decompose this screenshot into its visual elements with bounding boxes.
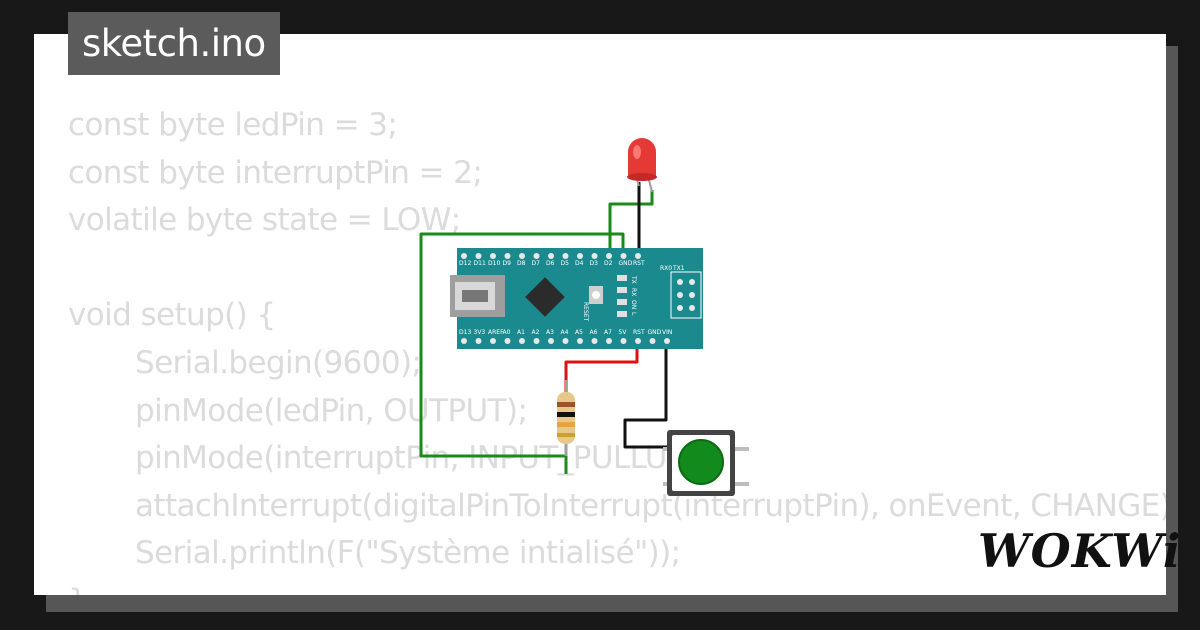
pin-rst[interactable]: [635, 253, 641, 259]
board-label-reset: RESET: [582, 302, 589, 322]
pin-label: D13: [459, 329, 471, 336]
pin-label: A6: [590, 329, 598, 336]
board-label-rx0: RX0: [660, 265, 672, 272]
pushbutton-component[interactable]: [663, 430, 749, 496]
pin-rst[interactable]: [635, 338, 641, 344]
pin-label: A7: [604, 329, 612, 336]
pin-d2[interactable]: [606, 253, 612, 259]
code-line: pinMode(ledPin, OUTPUT);: [135, 392, 528, 429]
pin-a2[interactable]: [533, 338, 540, 344]
pin-d3[interactable]: [591, 253, 598, 259]
pin-d10[interactable]: [490, 253, 496, 259]
pin-label: D3: [590, 260, 599, 267]
code-line: void setup() {: [68, 297, 276, 334]
pin-d9[interactable]: [504, 253, 511, 259]
pin-a6[interactable]: [591, 338, 598, 344]
pin-label: RST: [633, 329, 645, 336]
code-line: Serial.begin(9600);: [135, 344, 422, 381]
pin-label: A2: [532, 329, 540, 336]
pin-d13[interactable]: [461, 338, 467, 344]
pin-label: 3V3: [474, 329, 486, 336]
resistor-component: [557, 380, 575, 456]
pin-label: D6: [546, 260, 555, 267]
wire-green-d2-button: [419, 232, 625, 474]
wokwi-logo: WOKWi: [978, 524, 1182, 578]
board-label-on: ON: [630, 300, 637, 309]
pin-gnd[interactable]: [620, 253, 627, 259]
pin-label: A3: [546, 329, 554, 336]
pin-label: A4: [561, 329, 569, 336]
pin-label: D7: [532, 260, 541, 267]
pin-a0[interactable]: [504, 338, 511, 344]
pin-label: D11: [474, 260, 486, 267]
code-line: attachInterrupt(digitalPinToInterrupt(in…: [135, 487, 1166, 524]
pin-label: VIN: [662, 329, 672, 336]
pin-d5[interactable]: [562, 253, 569, 259]
pin-label: GND: [648, 329, 662, 336]
pin-d4[interactable]: [577, 253, 583, 259]
pin-label: D5: [561, 260, 570, 267]
pin-vin[interactable]: [664, 338, 670, 344]
pin-label: GND: [619, 260, 633, 267]
code-line: volatile byte state = LOW;: [68, 202, 461, 239]
code-line: const byte ledPin = 3;: [68, 107, 398, 143]
code-line: const byte interruptPin = 2;: [68, 154, 483, 191]
sketch-title: sketch.ino: [68, 12, 280, 75]
pin-label: RST: [633, 260, 645, 267]
pin-d7[interactable]: [533, 253, 540, 259]
pin-label: A5: [575, 329, 583, 336]
pin-a7[interactable]: [606, 338, 612, 344]
pin-label: 5V: [619, 329, 628, 336]
board-label-l: L: [630, 312, 637, 316]
pin-a3[interactable]: [548, 338, 554, 344]
pin-label: D8: [517, 260, 526, 267]
pin-3v3[interactable]: [475, 338, 482, 344]
pin-5v[interactable]: [620, 338, 627, 344]
pin-label: D2: [604, 260, 613, 267]
pin-label: A1: [517, 329, 525, 336]
pin-gnd[interactable]: [649, 338, 656, 344]
code-listing: const byte ledPin = 3; const byte interru…: [68, 102, 1166, 595]
pin-a5[interactable]: [577, 338, 583, 344]
led-component: [627, 138, 657, 193]
board-label-tx1: TX1: [672, 265, 685, 272]
pin-label: D9: [503, 260, 512, 267]
pin-d6[interactable]: [548, 253, 554, 259]
pin-label: AREF: [488, 329, 504, 336]
pin-a1[interactable]: [519, 338, 525, 344]
pin-d8[interactable]: [519, 253, 525, 259]
board-label-rx: RX: [630, 288, 637, 296]
pin-d12[interactable]: [461, 253, 467, 259]
board-label-tx: TX: [630, 275, 637, 284]
pin-label: A0: [503, 329, 511, 336]
pin-label: D4: [575, 260, 584, 267]
pin-aref[interactable]: [490, 338, 496, 344]
wire-red-5v-resistor: [564, 340, 639, 392]
pin-label: D10: [488, 260, 500, 267]
pin-label: D12: [459, 260, 471, 267]
pin-a4[interactable]: [562, 338, 569, 344]
code-line: }: [68, 578, 1166, 595]
code-line: Serial.println(F("Système intialisé"));: [135, 535, 681, 572]
wire-black-gnd-button: [623, 340, 668, 449]
pin-d11[interactable]: [475, 253, 482, 259]
wire-green-led-d3: [608, 190, 654, 255]
